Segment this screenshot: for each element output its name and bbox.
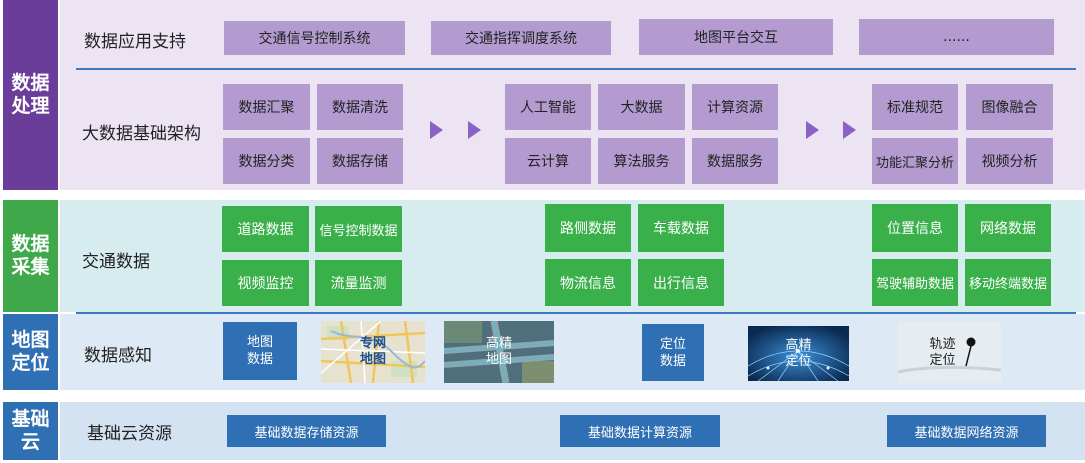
aerial-road-icon bbox=[444, 321, 554, 383]
traffic-data-item: 道路数据 bbox=[222, 206, 309, 252]
trajectory-positioning-thumb: 轨迹 定位 bbox=[898, 322, 1001, 383]
traffic-data-label: 交通数据 bbox=[82, 251, 150, 272]
app-support-item: 交通信号控制系统 bbox=[224, 21, 405, 55]
traffic-data-item: 视频监控 bbox=[222, 260, 309, 306]
processing-divider bbox=[76, 68, 1076, 70]
bigdata-item: 数据存储 bbox=[317, 138, 403, 184]
map-texture-icon bbox=[321, 321, 425, 383]
bigdata-item: 标准规范 bbox=[872, 84, 958, 130]
bigdata-item: 数据服务 bbox=[692, 138, 778, 184]
traffic-data-item: 驾驶辅助数据 bbox=[872, 259, 958, 306]
private-network-map-label: 专网 地图 bbox=[359, 336, 386, 367]
traffic-data-item: 物流信息 bbox=[545, 259, 631, 306]
traffic-data-item: 移动终端数据 bbox=[965, 259, 1051, 306]
bigdata-item: 数据分类 bbox=[223, 138, 310, 184]
hd-map-label: 高精 地图 bbox=[485, 336, 512, 367]
app-support-item: ...... bbox=[859, 19, 1054, 55]
cloud-resource-item: 基础数据存储资源 bbox=[227, 415, 386, 447]
bigdata-item: 功能汇聚分析 bbox=[872, 138, 958, 184]
flow-arrow-icon bbox=[468, 121, 481, 139]
trajectory-positioning-label: 轨迹 定位 bbox=[929, 336, 956, 368]
cloud-resource-item: 基础数据网络资源 bbox=[887, 415, 1046, 447]
bigdata-item: 数据清洗 bbox=[317, 84, 403, 130]
cloud-side-label: 基础 云 bbox=[3, 402, 58, 460]
collection-side-label: 数据 采集 bbox=[3, 200, 58, 312]
traffic-data-item: 位置信息 bbox=[872, 204, 958, 252]
hd-positioning-thumb: 高精 定位 bbox=[748, 326, 849, 381]
private-network-map-thumb: 专网 地图 bbox=[321, 321, 425, 383]
data-sensing-label: 数据感知 bbox=[84, 345, 152, 366]
bigdata-item: 人工智能 bbox=[505, 84, 591, 130]
hd-positioning-label: 高精 定位 bbox=[785, 337, 812, 369]
positioning-data-tile: 定位 数据 bbox=[642, 324, 704, 381]
app-support-item: 地图平台交互 bbox=[639, 19, 833, 55]
map-data-tile: 地图 数据 bbox=[223, 322, 297, 380]
app-support-item: 交通指挥调度系统 bbox=[431, 21, 611, 55]
flow-arrow-icon bbox=[806, 121, 819, 139]
location-pin-icon bbox=[898, 322, 1001, 383]
traffic-data-item: 出行信息 bbox=[638, 259, 724, 306]
bigdata-item: 算法服务 bbox=[598, 138, 685, 184]
positioning-divider bbox=[76, 312, 1076, 314]
bigdata-item: 云计算 bbox=[505, 138, 591, 184]
traffic-data-item: 网络数据 bbox=[965, 204, 1051, 252]
cloud-resource-item: 基础数据计算资源 bbox=[560, 415, 720, 447]
app-support-label: 数据应用支持 bbox=[84, 31, 186, 52]
bigdata-item: 视频分析 bbox=[966, 138, 1053, 184]
network-globe-icon bbox=[748, 326, 849, 381]
traffic-data-item: 路侧数据 bbox=[545, 204, 631, 252]
cloud-resource-label: 基础云资源 bbox=[87, 423, 172, 444]
bigdata-label: 大数据基础架构 bbox=[82, 123, 201, 144]
bigdata-item: 图像融合 bbox=[966, 84, 1053, 130]
traffic-data-item: 车载数据 bbox=[638, 204, 724, 252]
flow-arrow-icon bbox=[430, 121, 443, 139]
traffic-data-item: 流量监测 bbox=[315, 260, 402, 306]
bigdata-item: 大数据 bbox=[598, 84, 685, 130]
bigdata-item: 数据汇聚 bbox=[223, 84, 310, 130]
traffic-data-item: 信号控制数据 bbox=[315, 206, 402, 252]
processing-side-label: 数据 处理 bbox=[3, 0, 58, 190]
flow-arrow-icon bbox=[843, 121, 856, 139]
hd-map-thumb: 高精 地图 bbox=[444, 321, 554, 383]
positioning-side-label: 地图 定位 bbox=[3, 314, 58, 390]
bigdata-item: 计算资源 bbox=[692, 84, 778, 130]
